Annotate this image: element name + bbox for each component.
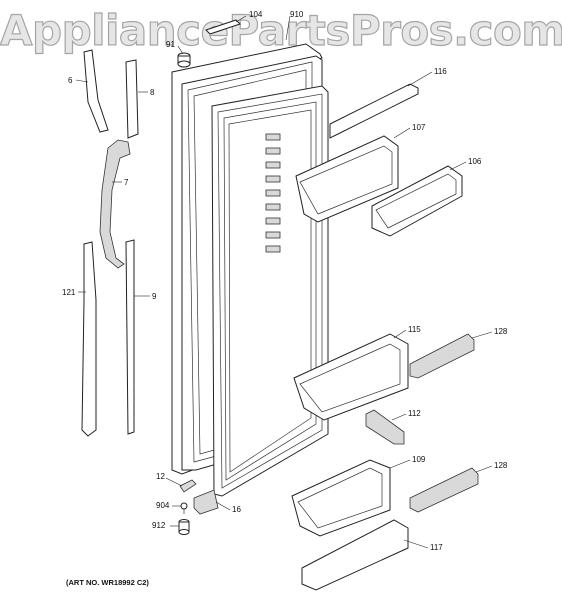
callout-112: 112 [408, 409, 421, 418]
part-8-bracket[interactable] [125, 59, 139, 139]
callout-115: 115 [408, 325, 421, 334]
part-106-dairy-cover[interactable] [371, 165, 463, 237]
watermark-logo: AppliancePartsPros.com [0, 5, 562, 55]
callout-106: 106 [468, 157, 482, 166]
callout-6: 6 [68, 76, 73, 85]
callout-9: 9 [152, 292, 157, 301]
callout-117: 117 [430, 543, 443, 552]
part-912-bushing[interactable] [178, 519, 190, 535]
callout-904: 904 [156, 501, 170, 510]
part-117-bin-front[interactable] [301, 519, 409, 591]
part-904-screw[interactable] [180, 502, 188, 514]
callout-116: 116 [434, 67, 447, 76]
door-top-cap[interactable] [205, 19, 241, 35]
part-128-bin-cover-upper[interactable] [409, 333, 475, 379]
callout-121: 121 [62, 288, 76, 297]
part-6-trim-strip[interactable] [83, 49, 109, 133]
part-16-cam[interactable] [193, 489, 219, 515]
callout-912: 912 [152, 521, 166, 530]
callout-128-lower: 128 [494, 461, 508, 470]
part-112-bin-clip[interactable] [365, 409, 405, 445]
callout-16: 16 [232, 505, 241, 514]
art-number: (ART NO. WR18992 C2) [66, 578, 149, 587]
callout-7: 7 [124, 178, 129, 187]
part-116-shelf-rail[interactable] [329, 83, 419, 139]
callout-128-upper: 128 [494, 327, 508, 336]
liner-supports [265, 133, 281, 253]
callout-910: 910 [290, 10, 304, 19]
part-128-bin-cover-lower[interactable] [409, 467, 479, 513]
callout-91: 91 [166, 40, 175, 49]
leader-lines [75, 15, 493, 549]
callout-12: 12 [156, 472, 165, 481]
part-9-trim-strip[interactable] [125, 239, 135, 435]
callout-8: 8 [150, 88, 155, 97]
part-115-door-bin[interactable] [293, 333, 409, 421]
part-107-door-bin[interactable] [295, 135, 399, 223]
part-91-plug[interactable] [177, 52, 191, 68]
part-12-stop[interactable] [179, 479, 197, 493]
callout-107: 107 [412, 123, 426, 132]
door-gasket[interactable] [211, 85, 329, 497]
part-109-door-bin[interactable] [291, 459, 391, 537]
callout-109: 109 [412, 455, 426, 464]
part-121-trim[interactable] [81, 241, 97, 437]
part-7-handle[interactable] [99, 139, 131, 269]
callout-104: 104 [249, 10, 263, 19]
